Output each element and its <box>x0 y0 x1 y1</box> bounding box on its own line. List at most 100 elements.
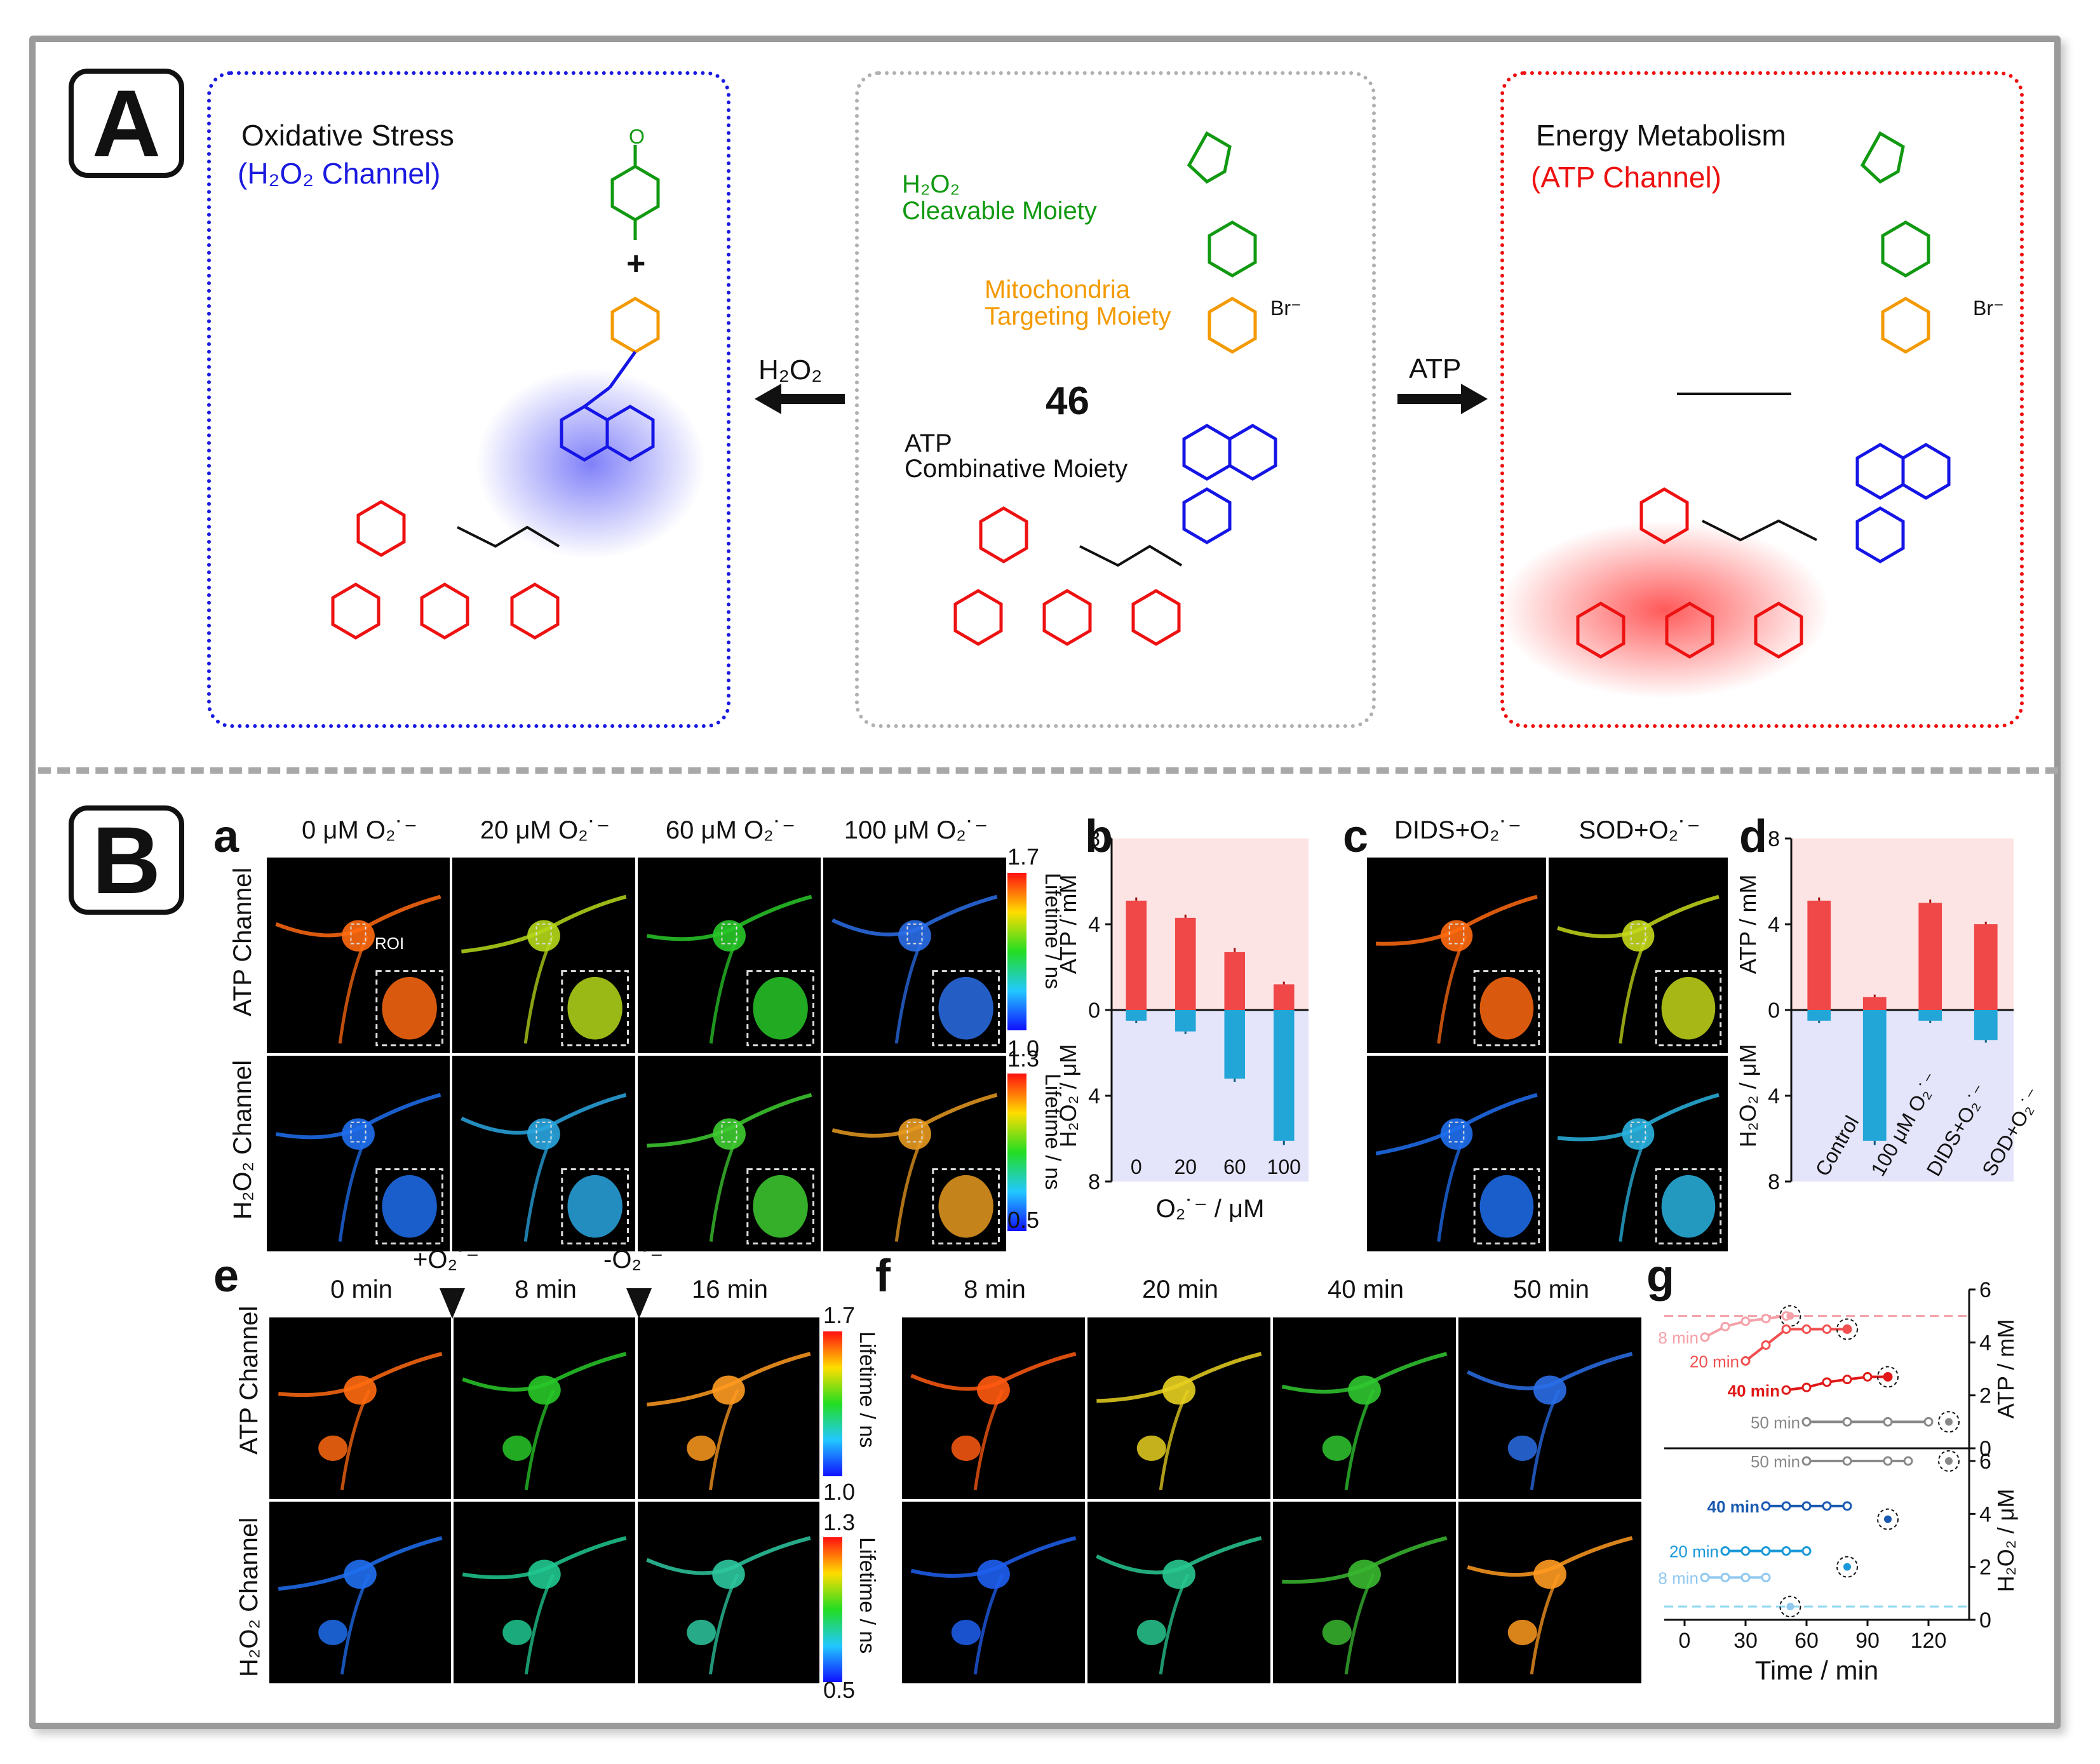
chart-g-top-point-1-0 <box>1740 1356 1751 1366</box>
chart-b-ytick-label-3: 4 <box>1088 1084 1100 1108</box>
panel-c-col-label-0: DIDS+O₂˙⁻ <box>1394 816 1521 844</box>
panel-a-image-r0-c0 <box>267 858 450 1053</box>
chart-g-top-point-0-3 <box>1761 1314 1771 1324</box>
chart-g-top-endpoint-2 <box>1877 1366 1899 1388</box>
panel-e-col-label-2: 16 min <box>691 1276 769 1303</box>
colorbar-h2o2-a <box>1007 1074 1026 1231</box>
colorbar-atp-a-min: 1.0 <box>1007 1035 1040 1061</box>
colorbar-h2o2-e-min: 0.5 <box>823 1677 856 1703</box>
chart-g-bottom-point-2-3 <box>1781 1546 1791 1556</box>
chart-g-bottom-point-0-2 <box>1883 1456 1893 1466</box>
chart-g-top-ylabel: ATP / mM <box>1993 1319 2019 1419</box>
chart-g-bottom-series-label-1: 40 min <box>1707 1497 1760 1516</box>
panel-a-image-r1-c1 <box>452 1056 635 1251</box>
panel-f-image-r0-c3 <box>1458 1317 1641 1499</box>
chart-b-ytick-label-1: 4 <box>1088 913 1100 937</box>
chart-b-bar-atp-2 <box>1224 952 1246 1010</box>
arrow-left-label: H₂O₂ <box>758 354 823 386</box>
panel-f-image-r0-c2 <box>1273 1317 1456 1499</box>
chart-g-top-line-2 <box>1786 1375 1888 1392</box>
panel-c-letter: c <box>1343 811 1369 862</box>
section-divider <box>38 767 2058 774</box>
chart-g-bottom-point-2-0 <box>1720 1546 1730 1556</box>
panel-c-col-label-1: SOD+O₂˙⁻ <box>1578 816 1700 844</box>
chart-g-top-series-label-3: 50 min <box>1751 1413 1800 1432</box>
chart-g-bottom-point-1-1 <box>1781 1501 1791 1511</box>
moiety-atp-line2: Combinative Moiety <box>905 455 1128 483</box>
panel-c-image-r0-c0 <box>1367 858 1546 1053</box>
h2o2-channel-box <box>207 71 730 728</box>
panel-a-col-label-2: 60 μM O₂˙⁻ <box>665 816 796 844</box>
panel-b-label: B <box>69 805 184 915</box>
chart-g-top-endpoint-3 <box>1938 1411 1960 1433</box>
chart-g-bottom-endpoint-dot-1 <box>1884 1515 1892 1523</box>
chart-g-bottom-point-0-3 <box>1903 1456 1913 1466</box>
chart-g-top-series-label-0: 8 min <box>1658 1328 1699 1347</box>
panel-f-col-label-2: 40 min <box>1327 1276 1404 1303</box>
chart-d-bar-h2o2-1 <box>1862 1010 1887 1141</box>
panel-f-image-r0-c1 <box>1087 1317 1270 1499</box>
panel-e-image-r0-c2 <box>638 1317 819 1499</box>
panel-f-image-r1-c2 <box>1273 1502 1456 1683</box>
panel-a-image-r1-c3 <box>823 1056 1006 1251</box>
right-box-title: Energy Metabolism <box>1536 119 1786 152</box>
moiety-h2o2-line1: H₂O₂ <box>902 170 960 198</box>
chart-g-bottom-point-1-2 <box>1801 1501 1812 1511</box>
chart-g-top-point-3-1 <box>1842 1417 1852 1427</box>
colorbar-atp-a-max: 1.7 <box>1007 844 1040 870</box>
panel-f-image-r0-c0 <box>902 1317 1085 1499</box>
chart-g-bottom-point-3-3 <box>1761 1572 1771 1582</box>
compound-number: 46 <box>1046 379 1089 423</box>
chart-b-bar-atp-0 <box>1126 900 1147 1010</box>
arrow-right-label: ATP <box>1409 353 1462 384</box>
panel-e-col-label-1: 8 min <box>515 1276 577 1303</box>
left-box-title: Oxidative Stress <box>241 119 454 152</box>
colorbar-h2o2-a-min: 0.5 <box>1007 1207 1040 1233</box>
colorbar-atp-a <box>1007 873 1026 1030</box>
chart-g-top-line-1 <box>1744 1328 1847 1363</box>
panel-a-image-r1-c0 <box>267 1056 450 1251</box>
marker-remove-superoxide: -O₂˙⁻ <box>603 1246 664 1274</box>
panel-e-row-h2o2: H₂O₂ Channel <box>235 1517 263 1677</box>
chart-g-top-point-2-3 <box>1842 1375 1852 1385</box>
chart-b-xlabel: O₂˙⁻ / μM <box>1156 1195 1265 1223</box>
panel-a-image-r1-c2 <box>638 1056 821 1251</box>
bromide-label-right: Br⁻ <box>1973 297 2004 320</box>
chart-d-ytick-label-0: 8 <box>1768 827 1780 851</box>
chart-g-bottom-series-label-3: 8 min <box>1658 1568 1699 1587</box>
figure-frame <box>29 36 2061 1729</box>
colorbar-atp-e-label: Lifetime / ns <box>855 1331 879 1448</box>
chart-g-top-ytick-label-2: 4 <box>1979 1331 1991 1355</box>
chart-g-top-series-label-2: 40 min <box>1728 1381 1780 1400</box>
panel-c-image-r0-c1 <box>1549 858 1728 1053</box>
chart-g-top-point-3-3 <box>1923 1417 1934 1427</box>
chart-g-top-endpoint-dot-3 <box>1945 1418 1953 1426</box>
chart-g-top-endpoint-dot-1 <box>1843 1325 1851 1333</box>
panel-f-col-label-3: 50 min <box>1512 1276 1590 1303</box>
panel-e-letter: e <box>213 1251 239 1302</box>
chart-g-bottom-ytick-label-1: 2 <box>1979 1556 1991 1580</box>
chart-g-top-point-0-1 <box>1720 1321 1730 1331</box>
chart-g-top-point-3-0 <box>1801 1417 1812 1427</box>
chart-b-bar-h2o2-3 <box>1273 1010 1295 1141</box>
chart-d-bar-h2o2-0 <box>1807 1010 1831 1021</box>
chart-g-top-endpoint-dot-2 <box>1884 1373 1892 1381</box>
chart-g-bottom-ytick-label-2: 4 <box>1979 1502 1991 1526</box>
chart-b-bar-atp-1 <box>1175 917 1196 1010</box>
chart-g-bottom-point-0-1 <box>1842 1456 1852 1466</box>
chart-b-bar-h2o2-1 <box>1175 1010 1196 1032</box>
panel-e-image-r1-c0 <box>269 1502 451 1683</box>
chart-g-top-point-1-2 <box>1781 1324 1791 1334</box>
colorbar-h2o2-e <box>823 1537 842 1682</box>
panel-a-image-r0-c3 <box>823 858 1006 1053</box>
moiety-atp-line1: ATP <box>905 429 952 457</box>
chart-d-bar-h2o2-3 <box>1974 1010 1998 1040</box>
chart-g-top-ytick-label-1: 2 <box>1979 1384 1991 1408</box>
chart-g-bottom-series-label-2: 20 min <box>1669 1542 1719 1561</box>
moiety-mito-line1: Mitochondria <box>985 276 1131 304</box>
chart-g-bottom-point-3-0 <box>1700 1572 1710 1582</box>
panel-f-image-r1-c3 <box>1458 1502 1641 1683</box>
moiety-mito-line2: Targeting Moiety <box>985 302 1171 330</box>
